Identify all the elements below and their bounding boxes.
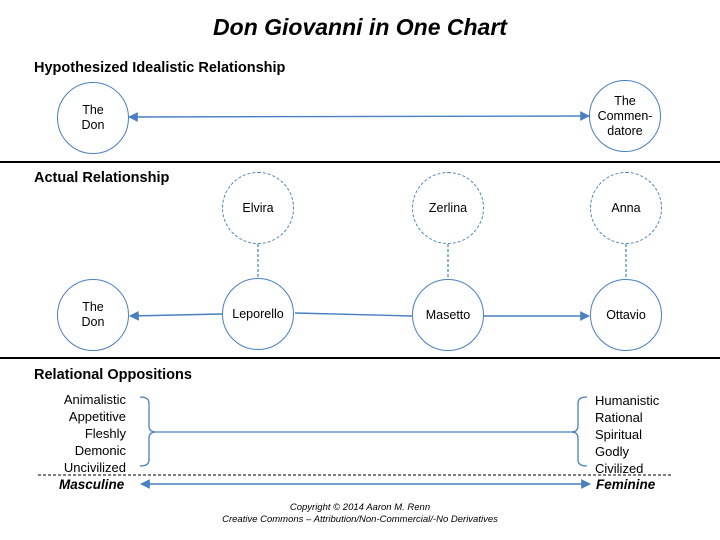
license-notice: Creative Commons – Attribution/Non-Comme… [222, 514, 498, 525]
idealistic-relationship-arrow [128, 111, 590, 122]
leporello-to-don-arrow [129, 310, 223, 321]
attribute-item: Humanistic [595, 393, 660, 408]
node-anna: Anna [590, 172, 662, 244]
diagram-title: Don Giovanni in One Chart [213, 14, 507, 40]
masculine-label: Masculine [59, 477, 125, 492]
attribute-item: Fleshly [84, 426, 126, 441]
attribute-item: Demonic [74, 443, 126, 458]
node-leporello: Leporello [222, 278, 294, 350]
section-divider [0, 161, 720, 163]
node-the-don-idealistic: The Don [57, 82, 129, 154]
attribute-item: Civilized [595, 461, 644, 476]
attribute-item: Godly [595, 444, 629, 459]
feminine-label: Feminine [596, 477, 656, 492]
node-commendatore: The Commen- datore [589, 80, 661, 152]
copyright-notice: Copyright © 2014 Aaron M. Renn [289, 502, 431, 513]
section-divider [0, 357, 720, 359]
node-elvira: Elvira [222, 172, 294, 244]
right-bracket [570, 396, 588, 467]
left-bracket [139, 396, 157, 467]
section-heading-actual: Actual Relationship [34, 170, 170, 186]
attribute-item: Uncivilized [63, 460, 126, 475]
attribute-item: Animalistic [63, 392, 126, 407]
node-ottavio: Ottavio [590, 279, 662, 351]
attribute-item: Appetitive [68, 409, 126, 424]
feminine-attributes-list: Humanistic Rational Spiritual Godly Civi… [595, 392, 659, 477]
section-heading-idealistic: Hypothesized Idealistic Relationship [34, 60, 286, 76]
masetto-leporello-line [294, 312, 413, 317]
attribute-item: Rational [595, 410, 643, 425]
node-the-don-actual: The Don [57, 279, 129, 351]
node-zerlina: Zerlina [412, 172, 484, 244]
attribute-item: Spiritual [595, 427, 642, 442]
masculine-attributes-list: Animalistic Appetitive Fleshly Demonic U… [64, 391, 126, 476]
node-masetto: Masetto [412, 279, 484, 351]
section-heading-oppositions: Relational Oppositions [34, 367, 192, 383]
